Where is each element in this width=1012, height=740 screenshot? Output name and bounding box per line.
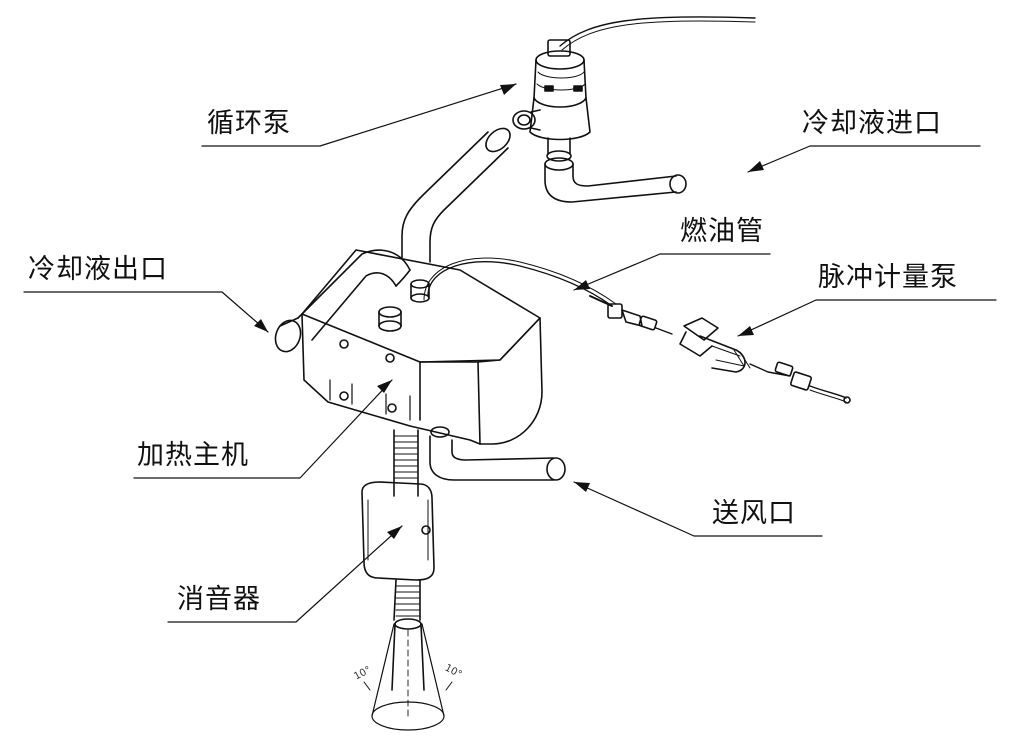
exhaust-cone	[363, 623, 453, 731]
coolant-outlet-pipe	[274, 249, 411, 353]
label-fuel-pipe: 燃油管	[680, 216, 764, 247]
pump-side-port	[512, 110, 536, 130]
label-coolant-inlet: 冷却液进口	[802, 108, 942, 139]
label-air-outlet: 送风口	[712, 498, 796, 529]
pump-wire	[559, 16, 756, 47]
pulse-metering-pump	[607, 303, 851, 404]
label-pulse-metering-pump: 脉冲计量泵	[818, 262, 958, 293]
label-muffler: 消音器	[177, 584, 261, 615]
heater-main-unit	[301, 249, 543, 445]
circulation-pump	[512, 16, 756, 162]
label-heater-main-unit: 加热主机	[137, 440, 249, 471]
fuel-pipe	[423, 257, 617, 307]
leader-lines	[23, 83, 997, 623]
label-circulation-pump: 循环泵	[207, 108, 291, 139]
pump-connector	[547, 39, 571, 57]
label-coolant-outlet: 冷却液出口	[28, 254, 168, 285]
coolant-inlet-pipe	[544, 157, 687, 203]
air-outlet-pipe	[429, 435, 566, 481]
muffler	[361, 429, 435, 691]
connecting-pipe	[401, 127, 511, 263]
